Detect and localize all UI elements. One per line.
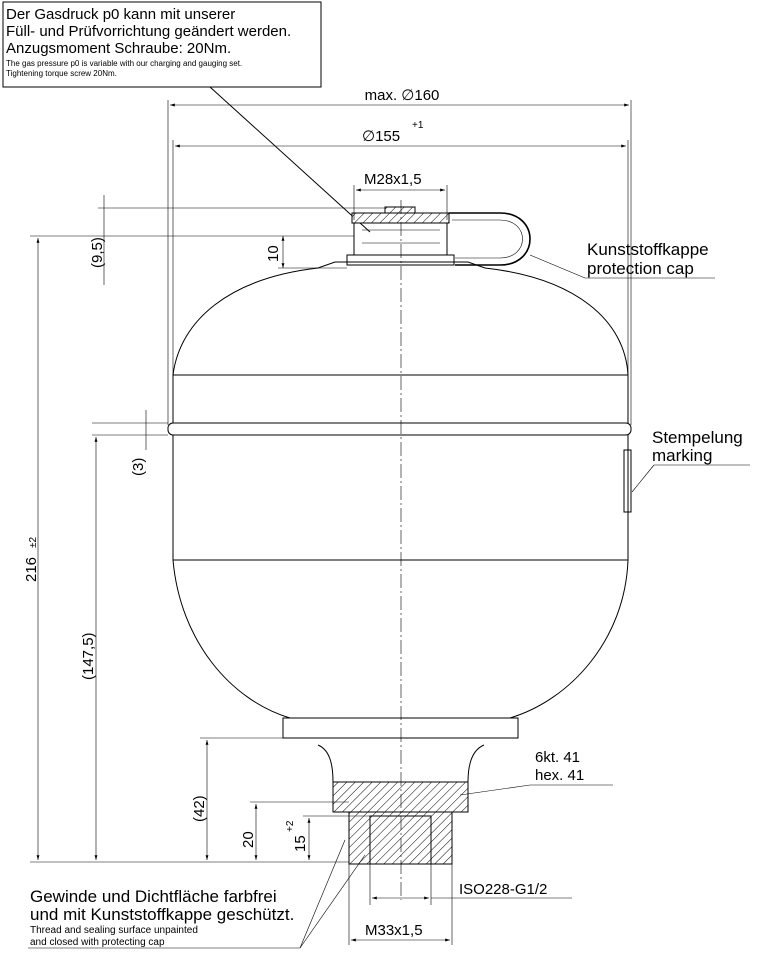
dim-thread-length: 20 [240,801,349,860]
dim-bottom-thread-text: M33x1,5 [365,922,423,939]
dim-total-height: 216 ±2 [23,238,349,863]
weld-band [167,422,632,436]
label-cap-de: Kunststoffkappe [587,240,709,259]
note-top-line3: Anzugsmoment Schraube: 20Nm. [6,40,231,57]
dim-thread-depth: 15 +2 [285,815,370,860]
note-top: Der Gasdruck p0 kann mit unserer Füll- u… [2,1,371,233]
valve-seal [351,212,450,224]
protection-cap [449,212,531,266]
note-bottom-line1: Gewinde und Dichtfläche farbfrei [30,887,277,906]
label-marking-de: Stempelung [652,428,743,447]
marking-patch [623,449,632,513]
dim-bottom-thread: M33x1,5 [348,864,453,945]
label-cap-en: protection cap [587,259,694,278]
dim-total-height-text: 216 [23,557,40,582]
dim-inner-diameter-text: ∅155 [362,128,400,145]
dim-cap-height: 10 [265,236,347,269]
base-collar [282,717,519,739]
dim-total-height-tol: ±2 [28,537,39,548]
note-bottom-line3: Thread and sealing surface unpainted [30,925,198,936]
neck [290,737,510,783]
note-bottom: Gewinde und Dichtfläche farbfrei und mit… [28,839,366,949]
port-bore [369,815,432,865]
dim-cap-offset: (9,5) [30,195,385,285]
dim-port-height: (42) [191,737,290,860]
dim-cap-height-text: 10 [265,245,282,262]
dim-lower-height-text: (147,5) [80,632,97,680]
note-bottom-line2: und mit Kunststoffkappe geschützt. [30,905,294,924]
label-marking: Stempelung marking [631,428,750,493]
cap-leader [529,254,586,279]
dim-port-height-text: (42) [191,795,208,822]
label-hex-de: 6kt. 41 [535,749,580,766]
dim-inner-diameter: ∅155 +1 [172,120,629,375]
label-marking-en: marking [652,446,712,465]
accumulator-body [167,261,632,865]
dim-thread-depth-text: 15 [292,835,309,852]
upper-dome [172,261,629,376]
label-hex-en: hex. 41 [535,767,584,784]
note-top-line5: Tightening torque screw 20Nm. [6,69,117,78]
label-protection-cap: Kunststoffkappe protection cap [529,240,715,279]
note-top-line2: Füll- und Prüfvorrichtung geändert werde… [6,23,291,40]
dim-cap-offset-text: (9,5) [89,237,106,268]
note-top-frame [2,1,322,88]
dim-lower-height: (147,5) [80,437,98,860]
note-top-leader [209,86,371,233]
dim-top-thread-text: M28x1,5 [364,171,422,188]
marking-leader [631,464,655,493]
dim-top-thread: M28x1,5 [353,171,448,220]
dim-band-offset: (3) [92,410,168,476]
lower-dome [172,559,629,719]
valve-screw [384,206,416,214]
dim-max-diameter: max. ∅160 [167,87,632,425]
note-top-line4: The gas pressure p0 is variable with our… [6,59,242,68]
dim-band-offset-text: (3) [130,458,147,476]
hex-leader [459,784,531,796]
dim-thread-depth-tol: +2 [285,820,296,832]
dim-inner-diameter-tol: +1 [412,120,424,131]
gas-valve [346,206,531,266]
label-hex: 6kt. 41 hex. 41 [459,749,613,796]
note-bottom-leader1 [299,839,346,949]
note-top-line1: Der Gasdruck p0 kann mit unserer [6,6,235,23]
hex-section [332,781,469,813]
dim-thread-length-text: 20 [240,831,257,848]
note-bottom-line4: and closed with protecting cap [30,937,165,948]
dim-max-diameter-text: max. ∅160 [365,87,440,104]
valve-body [353,219,448,256]
note-bottom-leader2 [299,854,366,949]
protection-cap-inner [452,219,523,259]
dim-port-standard-text: ISO228-G1/2 [459,881,547,898]
valve-base [346,254,455,266]
dim-port-standard: ISO228-G1/2 [369,864,572,905]
